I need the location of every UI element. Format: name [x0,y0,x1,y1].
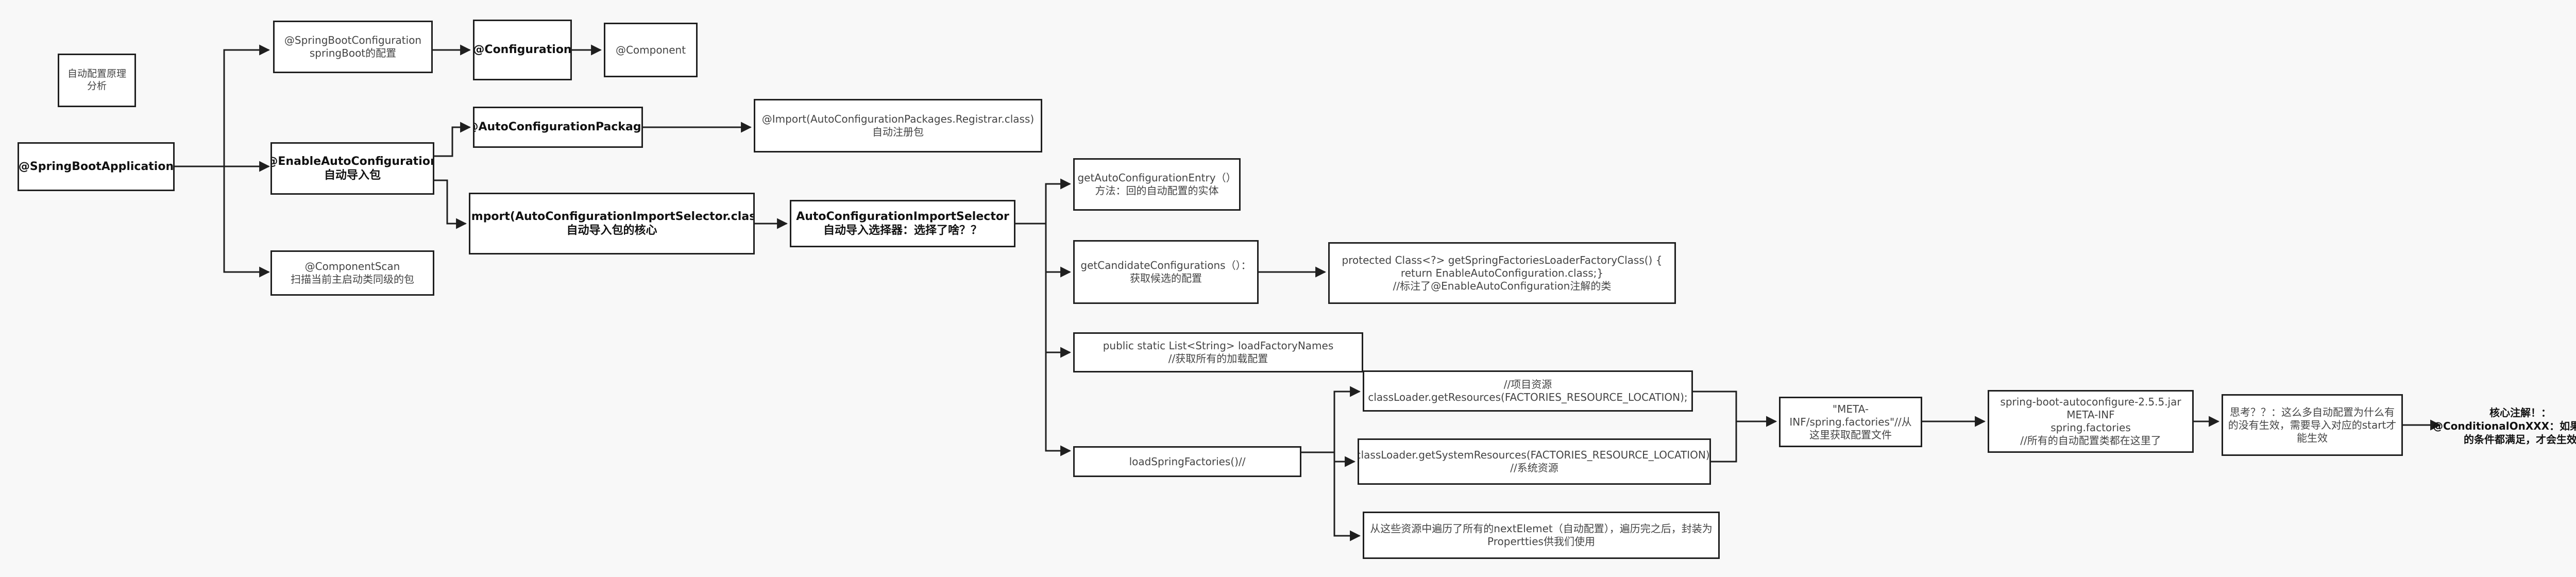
title-text-line: 自动配置原理 [67,68,126,80]
import-registrar-text-line: @Import(AutoConfigurationPackages.Regist… [761,113,1035,125]
connector-arrow [175,165,270,278]
connector-arrow [434,179,467,229]
meta-inf-text-line: "META- [1832,402,1869,415]
import-selector-node: @Import(AutoConfigurationImportSelector.… [469,193,755,254]
connector-arrow [1015,223,1072,278]
load-factories-text-line: loadSpringFactories()// [1129,455,1246,468]
connector-arrow [434,122,471,157]
component-scan-text-line: @ComponentScan [304,260,400,273]
get-resources-text-line: //项目资源 [1503,378,1552,391]
connector-arrow [1301,386,1361,453]
load-names-text-line: public static List<String> loadFactoryNa… [1103,340,1334,352]
think-text-line: 能生效 [2297,431,2328,444]
jar-text-line: spring-boot-autoconfigure-2.5.5.jar [2000,396,2181,408]
get-entry-text-line: getAutoConfigurationEntry（） [1077,172,1236,184]
conditional-text-line: 核心注解！： [2489,406,2551,419]
get-resources-text-line: classLoader.getResources(FACTORIES_RESOU… [1368,391,1688,403]
get-candidate-configurations-node: getCandidateConfigurations（）：获取候选的配置 [1073,240,1259,304]
eac-text-line: 自动导入包 [324,169,381,182]
meta-inf-text-line: 这里获取配置文件 [1809,428,1892,441]
think-text-line: 思考？？：这么多自动配置为什么有 [2230,405,2395,418]
connector-arrow [1015,223,1072,456]
get-system-resources-node: classLoader.getSystemResources(FACTORIES… [1358,438,1711,485]
selector-text-line: AutoConfigurationImportSelector [796,210,1009,223]
connector-arrow [175,44,270,167]
think-text-line: 的没有生效，需要导入对应的start才 [2228,418,2397,431]
load-spring-factories-node: loadSpringFactories()// [1073,446,1301,477]
component-node: @Component [604,23,698,77]
connector-arrow [1301,451,1356,467]
jar-text-line: spring.factories [2050,421,2131,434]
conditional-text-line: 的条件都满足，才会生效 [2464,433,2576,446]
connector-arrow [1711,416,1777,463]
selector-text-line: 自动导入选择器：选择了啥？？ [823,224,982,237]
system-resources-text-line: classLoader.getSystemResources(FACTORIES… [1358,449,1711,461]
configuration-text-line: @Configuration [473,43,572,57]
get-entry-text-line: 方法：回的自动配置的实体 [1095,184,1219,197]
title-note: 自动配置原理分析 [58,54,136,107]
sbc-text-line: springBoot的配置 [309,47,397,59]
traverse-text-line: Propertties供我们使用 [1487,535,1595,548]
import-selector-text-line: @Import(AutoConfigurationImportSelector.… [469,210,755,223]
connector-arrow [1693,391,1777,427]
auto-configuration-package-node: @AutoConfigurationPackage [473,107,643,148]
protected-text-line: //标注了@EnableAutoConfiguration注解的类 [1393,279,1612,292]
meta-inf-text-line: INF/spring.factories"//从 [1789,415,1912,428]
configuration-node: @Configuration [473,20,572,80]
import-registrar-node: @Import(AutoConfigurationPackages.Regist… [754,99,1042,152]
get-auto-configuration-entry-node: getAutoConfigurationEntry（）方法：回的自动配置的实体 [1073,158,1241,211]
get-candidates-text-line: getCandidateConfigurations（）： [1080,259,1251,271]
think-question-node: 思考？？：这么多自动配置为什么有的没有生效，需要导入对应的start才能生效 [2222,394,2403,456]
springboot-application-node: @SpringBootApplication [18,142,175,191]
load-names-text-line: //获取所有的加载配置 [1168,352,1268,365]
conditional-text-line: @ConditionalOnXXX：如果这里面 [2433,420,2576,432]
conditional-annotation-note: 核心注解！：@ConditionalOnXXX：如果这里面的条件都满足，才会生效 [2433,406,2576,446]
protected-factory-class-node: protected Class<?> getSpringFactoriesLoa… [1328,242,1676,304]
sbc-text-line: @SpringBootConfiguration [284,34,422,46]
root-text-line: @SpringBootApplication [18,160,174,173]
load-factory-names-node: public static List<String> loadFactoryNa… [1073,332,1363,372]
traverse-text-line: 从这些资源中遍历了所有的nextElemet（自动配置），遍历完之后，封装为 [1370,522,1713,535]
system-resources-text-line: //系统资源 [1510,462,1558,474]
component-text-line: @Component [615,43,686,56]
acp-text-line: @AutoConfigurationPackage [473,121,643,134]
title-text-line: 分析 [87,80,107,92]
eac-text-line: @EnableAutoConfiguration [270,155,434,168]
component-scan-text-line: 扫描当前主启动类同级的包 [291,273,414,285]
import-registrar-text-line: 自动注册包 [872,126,924,138]
meta-inf-spring-factories-node: "META-INF/spring.factories"//从这里获取配置文件 [1779,397,1922,447]
import-selector-text-line: 自动导入包的核心 [566,224,657,237]
connector-arrow [1015,223,1072,358]
connector-arrow [1301,451,1361,541]
protected-text-line: protected Class<?> getSpringFactoriesLoa… [1342,253,1663,266]
jar-text-line: //所有的自动配置类都在这里了 [2020,434,2161,447]
get-candidates-text-line: 获取候选的配置 [1130,272,1202,284]
jar-text-line: META-INF [2066,409,2115,421]
connector-arrow [1015,178,1072,225]
protected-text-line: return EnableAutoConfiguration.class;} [1400,266,1604,279]
